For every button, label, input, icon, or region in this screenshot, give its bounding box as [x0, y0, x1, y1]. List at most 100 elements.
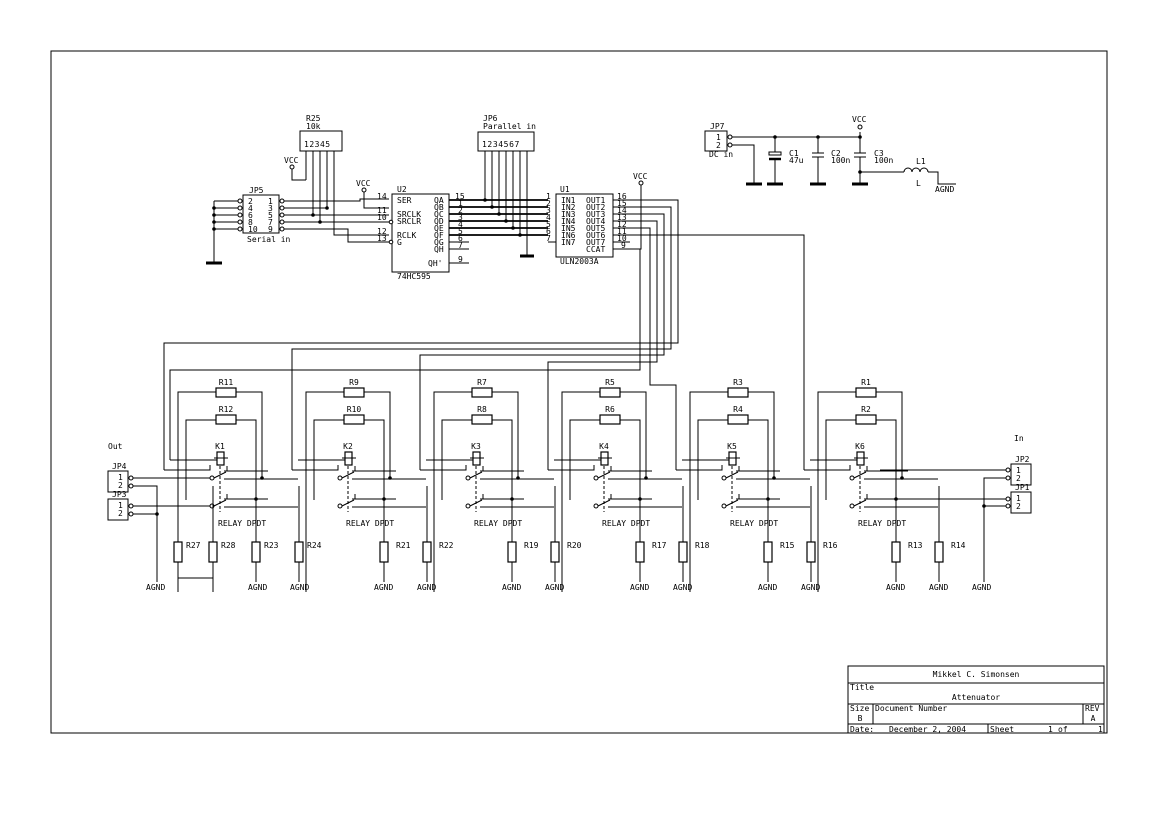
u2-l4-num: 13 [377, 234, 387, 243]
resistor-ref: R1 [861, 378, 871, 387]
u1-l6-name: IN7 [561, 238, 576, 247]
u1-r7-name: CCAT [586, 245, 605, 254]
u2-r1-name: QB [434, 203, 444, 212]
resistor-ref: R8 [477, 405, 487, 414]
agnd-label: AGND [146, 583, 165, 592]
u1-r6-num: 10 [617, 234, 627, 243]
u2-r6-name: QG [434, 238, 444, 247]
jp5-pin-l4: 10 [248, 225, 258, 234]
resistor-ref: R17 [652, 541, 667, 550]
u2-l1-name: SRCLK [397, 210, 421, 219]
u1-r3-name: OUT4 [586, 217, 605, 226]
resistor-ref: R5 [605, 378, 615, 387]
u2-r4-name: QE [434, 224, 444, 233]
tb-date-label: Date: [850, 725, 874, 734]
jp2-ref: JP2 [1015, 455, 1030, 464]
u2-part: 74HC595 [397, 272, 431, 281]
u1-r1-num: 15 [617, 199, 627, 208]
jp3-pin-0: 1 [118, 501, 123, 510]
agnd-label: AGND [248, 583, 267, 592]
u2-l0-num: 14 [377, 192, 387, 201]
resistor-ref: R21 [396, 541, 411, 550]
r25-pins: 12345 [304, 140, 331, 149]
u1-l2-num: 3 [546, 206, 551, 215]
c2-value: 100n [831, 156, 850, 165]
relay-ref: K5 [727, 442, 737, 451]
r25-value: 10k [306, 122, 321, 131]
u2-r3-name: QD [434, 217, 444, 226]
resistor-ref: R23 [264, 541, 279, 550]
c2-ref: C2 [831, 149, 841, 158]
u2-r0-name: QA [434, 196, 444, 205]
u1-r6-name: OUT7 [586, 238, 605, 247]
jp1-ref: JP1 [1015, 483, 1030, 492]
relay-part: RELAY DPDT [602, 519, 650, 528]
resistor-ref: R20 [567, 541, 582, 550]
resistor-ref: R10 [347, 405, 362, 414]
u2-r6-num: 6 [458, 234, 463, 243]
jp5-connector: JP5 2 4 6 8 10 1 3 5 7 9 Serial in [206, 186, 389, 265]
relay-ref: K3 [471, 442, 481, 451]
jp1-pin-1: 2 [1016, 502, 1021, 511]
u2-r5-num: 5 [458, 227, 463, 236]
relay-part: RELAY DPDT [858, 519, 906, 528]
resistor-ref: R12 [219, 405, 234, 414]
relay-ref: K6 [855, 442, 865, 451]
vcc-label: VCC [356, 179, 371, 188]
resistor-ref: R15 [780, 541, 795, 550]
resistor-ref: R18 [695, 541, 710, 550]
u1-l6-num: 7 [546, 234, 551, 243]
jp5-label: Serial in [247, 235, 291, 244]
agnd-label: AGND [374, 583, 393, 592]
u1-ref: U1 [560, 185, 570, 194]
u2-r1-num: 1 [458, 199, 463, 208]
u1-l1-num: 2 [546, 199, 551, 208]
resistor-ref: R7 [477, 378, 487, 387]
resistor-ref: R11 [219, 378, 234, 387]
out-connectors: Out JP4 1 2 JP3 1 2 AGND [107, 442, 210, 592]
tb-title: Attenuator [952, 693, 1000, 702]
u2-shift-register: VCC U2 74HC595 14 SER 11 SRCLK 10 SRCLR … [356, 179, 548, 281]
resistor-ref: R6 [605, 405, 615, 414]
u1-l4-name: IN5 [561, 224, 576, 233]
c1-value: 47u [789, 156, 804, 165]
tb-size: B [858, 714, 863, 723]
relay-part: RELAY DPDT [730, 519, 778, 528]
in-label: In [1014, 434, 1024, 443]
tb-rev-label: REV [1085, 704, 1100, 713]
agnd-label: AGND [886, 583, 905, 592]
jp4-pin-1: 2 [118, 481, 123, 490]
resistor-ref: R9 [349, 378, 359, 387]
jp7-ref: JP7 [710, 122, 725, 131]
jp7-pin-0: 1 [716, 133, 721, 142]
u1-l0-num: 1 [546, 192, 551, 201]
u1-l5-num: 6 [546, 227, 551, 236]
r25-ref: R25 [306, 114, 321, 123]
tb-sheet-total: 1 [1098, 725, 1103, 734]
r25-resistor-array: R25 10k 12345 VCC [284, 114, 343, 221]
relay-ref: K1 [215, 442, 225, 451]
tb-sheet-label: Sheet [990, 725, 1014, 734]
jp7-pin-1: 2 [716, 141, 721, 150]
jp5-pin-r4: 9 [268, 225, 273, 234]
u1-l1-name: IN2 [561, 203, 576, 212]
agnd-label: AGND [545, 583, 564, 592]
agnd-label: AGND [290, 583, 309, 592]
resistor-ref: R28 [221, 541, 236, 550]
relay-part: RELAY DPDT [218, 519, 266, 528]
u1-r2-num: 14 [617, 206, 627, 215]
jp5-pin-l0: 2 [248, 197, 253, 206]
u1-r0-name: OUT1 [586, 196, 605, 205]
tb-sheet: 1 [1048, 725, 1053, 734]
agnd-label: AGND [673, 583, 692, 592]
agnd-label: AGND [758, 583, 777, 592]
u2-r7-name: QH [434, 245, 444, 254]
u2-r8-num: 9 [458, 255, 463, 264]
u2-r2-num: 2 [458, 206, 463, 215]
resistor-ref: R22 [439, 541, 454, 550]
